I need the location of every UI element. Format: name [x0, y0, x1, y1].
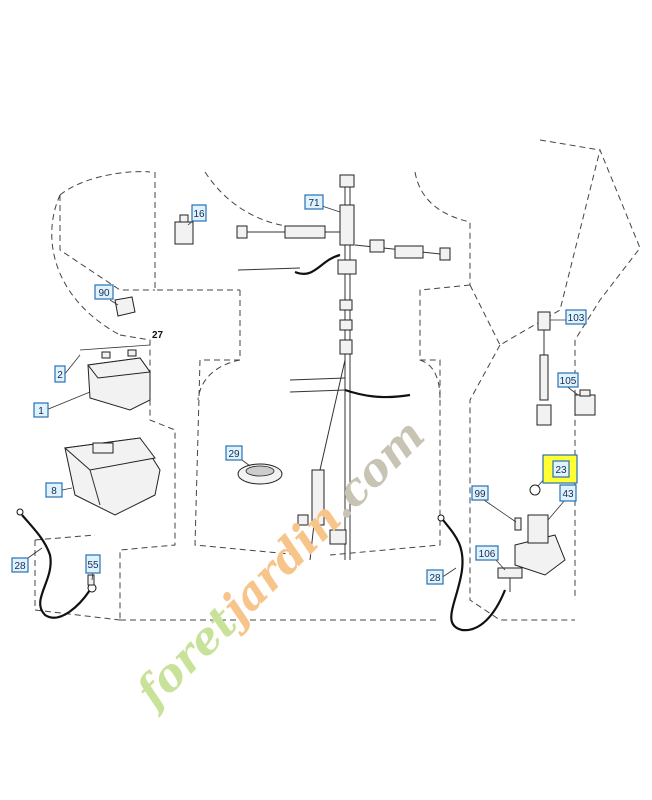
callout-23-label: 23	[555, 465, 567, 476]
callout-71-label: 71	[308, 198, 320, 209]
switch-part-16	[174, 214, 194, 245]
battery-part	[79, 344, 151, 411]
part-103	[536, 311, 552, 426]
callout-71[interactable]: 71	[304, 194, 324, 210]
callout-1[interactable]: 1	[33, 402, 49, 418]
watermark: foretjardin.com	[125, 410, 435, 720]
callout-16[interactable]: 16	[191, 204, 207, 222]
callout-8[interactable]: 8	[45, 482, 63, 498]
battery-cable-right	[437, 514, 507, 632]
callout-99[interactable]: 99	[471, 485, 489, 501]
callout-8-label: 8	[51, 486, 57, 497]
callout-90-label: 90	[98, 288, 110, 299]
callout-28-left[interactable]: 28	[11, 557, 29, 573]
callout-103[interactable]: 103	[565, 309, 587, 325]
callout-90[interactable]: 90	[94, 284, 114, 300]
callout-105-label: 105	[560, 376, 577, 387]
callout-55[interactable]: 55	[85, 554, 101, 574]
callout-1-label: 1	[38, 406, 44, 417]
svg-text:foretjardin.com: foretjardin.com	[125, 410, 435, 720]
part-105	[574, 389, 596, 416]
callout-106[interactable]: 106	[475, 545, 499, 561]
wiring-harness	[236, 174, 451, 561]
callout-43[interactable]: 43	[559, 484, 577, 502]
bolt-part-55	[87, 574, 95, 586]
callout-55-label: 55	[87, 560, 99, 571]
callout-105[interactable]: 105	[557, 372, 579, 388]
callout-106-label: 106	[479, 549, 496, 560]
watermark-part3: .com	[315, 410, 435, 530]
callout-23[interactable]: 23	[542, 454, 578, 484]
callout-28-right[interactable]: 28	[426, 569, 444, 585]
callout-2[interactable]: 2	[54, 365, 66, 383]
relay-part-90	[114, 296, 136, 317]
callout-99-label: 99	[474, 489, 486, 500]
callout-16-label: 16	[193, 209, 205, 220]
label-27: 27	[152, 330, 164, 341]
callout-28-left-label: 28	[14, 561, 26, 572]
callout-103-label: 103	[568, 313, 585, 324]
solenoid-assembly	[497, 484, 566, 592]
battery-tray-part	[63, 437, 161, 516]
callout-43-label: 43	[562, 489, 574, 500]
battery-cable-left	[16, 508, 97, 619]
callout-29-label: 29	[228, 449, 240, 460]
part-29	[237, 463, 283, 485]
callout-28-right-label: 28	[429, 573, 441, 584]
chassis-outline	[34, 139, 641, 621]
callout-29[interactable]: 29	[225, 445, 243, 461]
callout-2-label: 2	[57, 370, 63, 381]
